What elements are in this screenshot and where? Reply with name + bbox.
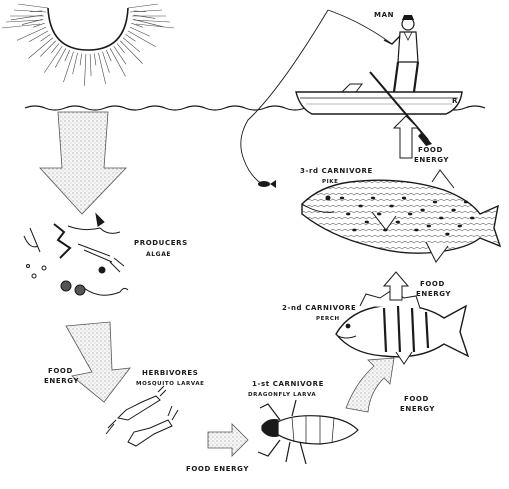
sun-ray	[133, 19, 171, 23]
sun-ray	[122, 37, 141, 53]
fishing-line	[240, 9, 393, 185]
pike-spot	[346, 212, 351, 216]
sun-ray	[125, 34, 136, 42]
food-energy-arrow-left	[65, 321, 131, 403]
label-food-mid: FOOD	[420, 280, 445, 288]
label-energy-mid: ENERGY	[416, 290, 451, 298]
food-energy-arrow-bottom	[207, 423, 249, 457]
pike-spot	[389, 204, 394, 208]
sun-ray	[93, 53, 97, 66]
dragonfly-larva-icon	[257, 399, 359, 465]
sunlight-arrow	[39, 111, 127, 215]
pike-spot	[457, 224, 462, 228]
label-herbivores: HERBIVORES	[142, 369, 198, 377]
pike-spot	[463, 200, 469, 204]
label-energy-left: ENERGY	[44, 377, 79, 385]
sun-ray	[54, 48, 67, 68]
boat-letter: R	[452, 97, 458, 105]
sun-ray	[127, 3, 159, 9]
label-food-energy-bottom: FOOD ENERGY	[186, 465, 249, 473]
pike-spot	[445, 232, 450, 236]
label-first-carnivore: 1-st CARNIVORE	[252, 380, 324, 388]
food-energy-arrow-right	[345, 357, 395, 413]
pike-spot	[352, 228, 357, 232]
sun-ray	[129, 9, 163, 13]
food-energy-arrow-top	[392, 115, 420, 159]
sun-ray	[98, 52, 106, 85]
algae-cluster	[23, 212, 129, 296]
sun-ray	[63, 51, 74, 83]
sun-ray	[40, 40, 56, 57]
label-man: MAN	[374, 11, 394, 19]
pike-spot	[420, 208, 425, 212]
pike-spot	[339, 196, 345, 200]
sun-ray	[113, 45, 127, 65]
fishing-lure-icon	[258, 180, 276, 188]
sun-ray	[72, 52, 78, 75]
pike-fish-icon	[301, 169, 502, 263]
pike-spot	[401, 196, 407, 200]
sun-ray	[133, 14, 156, 19]
sun-ray	[33, 22, 45, 28]
pike-spot	[470, 216, 475, 220]
sun-ray	[16, 26, 47, 41]
pike-spot	[439, 216, 444, 220]
sun-ray	[40, 34, 51, 42]
sun-ray	[102, 51, 110, 73]
label-food-left: FOOD	[48, 367, 73, 375]
sun-ray	[44, 45, 63, 73]
fisherman-figure	[383, 15, 420, 93]
sun-ray	[5, 19, 43, 23]
label-energy-right: ENERGY	[400, 405, 435, 413]
perch-fish-icon	[335, 289, 470, 365]
sun-ray	[89, 53, 92, 76]
label-food-top: FOOD	[418, 146, 443, 154]
pike-spot	[451, 208, 456, 212]
mosquito-larvae-icon	[105, 385, 179, 447]
sun-ray	[109, 48, 126, 77]
label-energy-top: ENERGY	[414, 156, 449, 164]
pike-spot	[370, 196, 376, 200]
sun-icon	[1, 3, 175, 86]
label-producers: PRODUCERS	[134, 239, 188, 247]
pike-spot	[432, 200, 438, 204]
sun-ray	[17, 3, 49, 9]
pike-spot	[364, 220, 369, 224]
sun-ray	[28, 30, 49, 43]
sun-ray	[79, 53, 83, 66]
pike-spot	[358, 204, 363, 208]
pike-spot	[377, 212, 382, 216]
pike-spot	[414, 228, 419, 232]
sun-ray	[51, 43, 60, 54]
sun-ray	[64, 50, 70, 62]
sun-ray	[13, 9, 47, 13]
sun-ray	[106, 50, 112, 62]
food-energy-arrow-mid	[382, 271, 410, 301]
sun-ray	[1, 23, 41, 29]
rowboat-icon	[295, 71, 463, 146]
pike-spot	[426, 224, 431, 228]
sun-ray	[131, 22, 143, 28]
sun-ray	[127, 30, 156, 48]
label-producers-sub: ALGAE	[146, 251, 171, 258]
sun-ray	[120, 40, 143, 64]
label-food-right: FOOD	[404, 395, 429, 403]
sun-ray	[116, 43, 125, 54]
label-herbivores-sub: MOSQUITO LARVAE	[136, 381, 205, 387]
sun-ray	[84, 53, 87, 86]
label-second-carnivore: 2-nd CARNIVORE	[282, 304, 356, 312]
label-second-carnivore-sub: PERCH	[316, 316, 340, 322]
sun-ray	[129, 26, 150, 37]
sun-ray	[28, 37, 54, 59]
label-first-carnivore-sub: DRAGONFLY LARVA	[248, 392, 316, 398]
pike-spot	[383, 228, 388, 232]
pike-spot	[408, 212, 413, 216]
pike-spot	[395, 220, 400, 224]
label-third-carnivore: 3-rd CARNIVORE	[300, 167, 373, 175]
sun-ray	[135, 23, 175, 29]
label-third-carnivore-sub: PIKE	[322, 179, 339, 185]
